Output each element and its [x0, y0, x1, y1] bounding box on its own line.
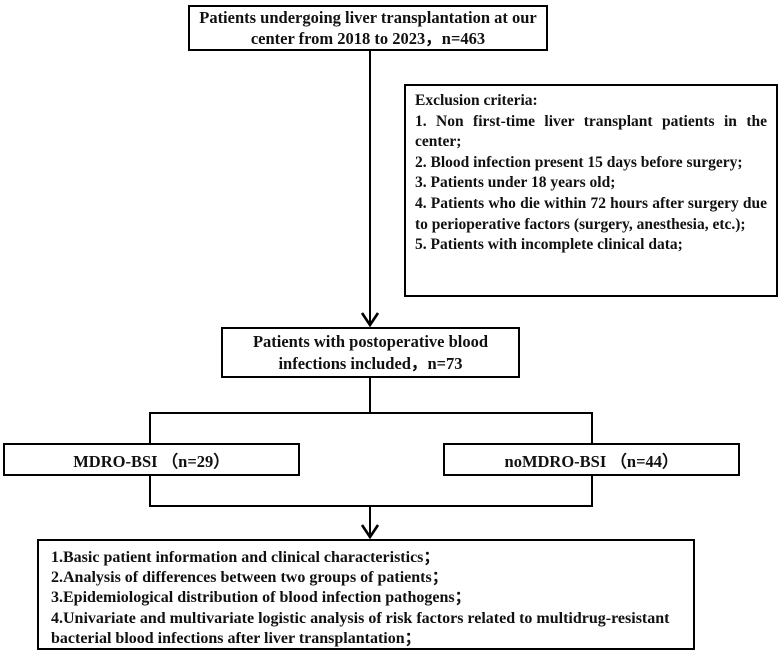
exclusion-criteria-item: 2. Blood infection present 15 days befor…	[415, 153, 743, 171]
node-mdro-bsi-label: MDRO-BSI （n=29）	[73, 451, 230, 471]
node-mdro-bsi-group: MDRO-BSI （n=29）	[3, 443, 300, 476]
connector-merge-to-analysis	[369, 505, 371, 535]
connector-branch-top	[149, 412, 593, 414]
analysis-step: 1.Basic patient information and clinical…	[51, 549, 440, 566]
analysis-step: 4.Univariate and multivariate logistic a…	[51, 609, 670, 647]
node-initial-cohort: Patients undergoing liver transplantatio…	[188, 5, 548, 51]
node-analysis-steps: 1.Basic patient information and clinical…	[37, 539, 695, 650]
arrow-down-icon	[360, 312, 380, 327]
node-included-patients-label: Patients with postoperative blood infect…	[252, 331, 489, 373]
connector-branch-bottom	[149, 505, 593, 507]
arrow-down-icon	[360, 524, 380, 539]
node-nomdro-bsi-group: noMDRO-BSI （n=44）	[443, 443, 740, 476]
exclusion-criteria-item: 4. Patients who die within 72 hours afte…	[415, 194, 767, 233]
connector-initial-to-included	[369, 51, 371, 323]
analysis-step: 3.Epidemiological distribution of blood …	[51, 589, 471, 607]
connector-included-down	[369, 378, 371, 414]
node-initial-cohort-label: Patients undergoing liver transplantatio…	[199, 8, 537, 48]
analysis-step: 2.Analysis of differences between two gr…	[51, 569, 448, 587]
node-nomdro-bsi-label: noMDRO-BSI （n=44）	[504, 451, 679, 471]
exclusion-criteria-title: Exclusion criteria:	[415, 92, 538, 109]
node-included-patients: Patients with postoperative blood infect…	[221, 327, 520, 378]
exclusion-criteria-item: 3. Patients under 18 years old;	[415, 174, 616, 192]
exclusion-criteria-item: 5. Patients with incomplete clinical dat…	[415, 236, 683, 254]
node-exclusion-criteria: Exclusion criteria: 1. Non first-time li…	[404, 84, 778, 297]
exclusion-criteria-item: 1. Non first-time liver transplant patie…	[415, 112, 767, 151]
